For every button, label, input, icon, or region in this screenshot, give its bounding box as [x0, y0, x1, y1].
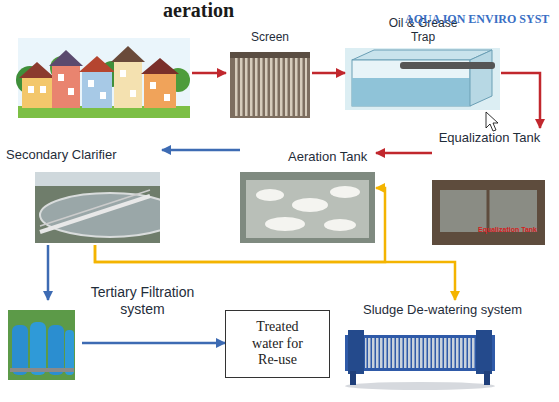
foam	[256, 189, 284, 201]
window	[130, 90, 136, 97]
press-leg	[484, 371, 490, 385]
house	[144, 74, 176, 108]
house	[52, 66, 80, 108]
screen-photo	[230, 52, 310, 118]
clarifier-bridge	[40, 196, 150, 232]
window	[88, 80, 94, 87]
foam	[330, 186, 360, 198]
roof	[79, 56, 115, 72]
aeration-photo	[240, 172, 375, 243]
flow-arrow	[82, 342, 225, 345]
sludge-line	[95, 188, 385, 262]
stage-label: Sludge De-watering system	[345, 302, 540, 318]
roof	[111, 46, 145, 62]
roof	[19, 62, 55, 78]
stage-label: Equalization Tank	[432, 130, 547, 146]
window	[40, 86, 46, 93]
press-head	[476, 330, 492, 374]
process-stage: Oil & Grease Trap	[345, 16, 501, 112]
house	[82, 72, 112, 108]
tank-water	[440, 190, 537, 232]
tank-water	[246, 180, 369, 238]
trap-side	[470, 50, 492, 106]
stage-label: Secondary Clarifier	[6, 147, 162, 163]
output-box: Treated water for Re-use	[225, 310, 330, 378]
trap-water	[352, 78, 470, 106]
flow-arrow	[376, 152, 432, 155]
flow-arrow	[312, 72, 345, 75]
photo-caption: Equalization Tank	[478, 226, 537, 233]
bridge-railing	[40, 190, 150, 226]
house	[22, 78, 52, 108]
diagram-title: aeration	[163, 0, 234, 22]
process-stage: Aeration Tank	[240, 147, 376, 244]
bar-screen	[233, 58, 307, 116]
foam	[292, 198, 328, 212]
pipe	[10, 368, 74, 372]
house	[114, 62, 142, 108]
press-plates	[365, 338, 475, 368]
foam	[324, 219, 356, 231]
stage-label: Aeration Tank	[288, 149, 376, 165]
window	[164, 94, 170, 101]
window	[58, 74, 64, 81]
filter-vessel	[30, 322, 46, 375]
clarifier-water	[40, 193, 160, 237]
screen-frame	[230, 52, 310, 58]
sky	[18, 38, 190, 118]
equalization-photo	[432, 180, 545, 245]
window	[100, 92, 106, 99]
filter-vessel	[48, 325, 64, 375]
trap-pipe	[400, 62, 495, 69]
process-stage: Screen	[228, 30, 312, 120]
sky	[35, 172, 160, 186]
window	[150, 82, 156, 89]
flow-arrow	[162, 149, 240, 152]
mouse-cursor	[486, 112, 498, 131]
stage-label: Treated water for Re-use	[241, 319, 315, 369]
flow-arrow	[192, 72, 226, 75]
process-stage: Tertiary Filtration system	[6, 300, 82, 382]
stage-label: Tertiary Filtration system	[80, 284, 205, 318]
process-stage: Secondary Clarifier	[6, 145, 162, 245]
flow-arrow	[47, 245, 50, 300]
window	[68, 88, 74, 95]
watermark: AQUA ION ENVIRO SYST	[405, 12, 549, 27]
roof	[141, 58, 179, 74]
filter-press	[345, 335, 495, 371]
clarifier-photo	[35, 172, 160, 243]
flow-arrow	[501, 73, 540, 128]
shadow	[345, 382, 495, 390]
window	[120, 70, 126, 77]
press-head	[348, 330, 364, 374]
filter-vessel	[12, 325, 28, 375]
process-stage: Sludge De-watering system	[345, 300, 540, 388]
tank-wall	[487, 190, 490, 232]
window	[28, 86, 34, 93]
foam	[265, 217, 305, 231]
trap-photo	[345, 48, 500, 110]
press-leg	[350, 371, 356, 385]
filtration-photo	[8, 310, 75, 380]
stage-label: Screen	[228, 30, 312, 44]
trap-top	[352, 50, 492, 60]
roof	[49, 50, 83, 66]
